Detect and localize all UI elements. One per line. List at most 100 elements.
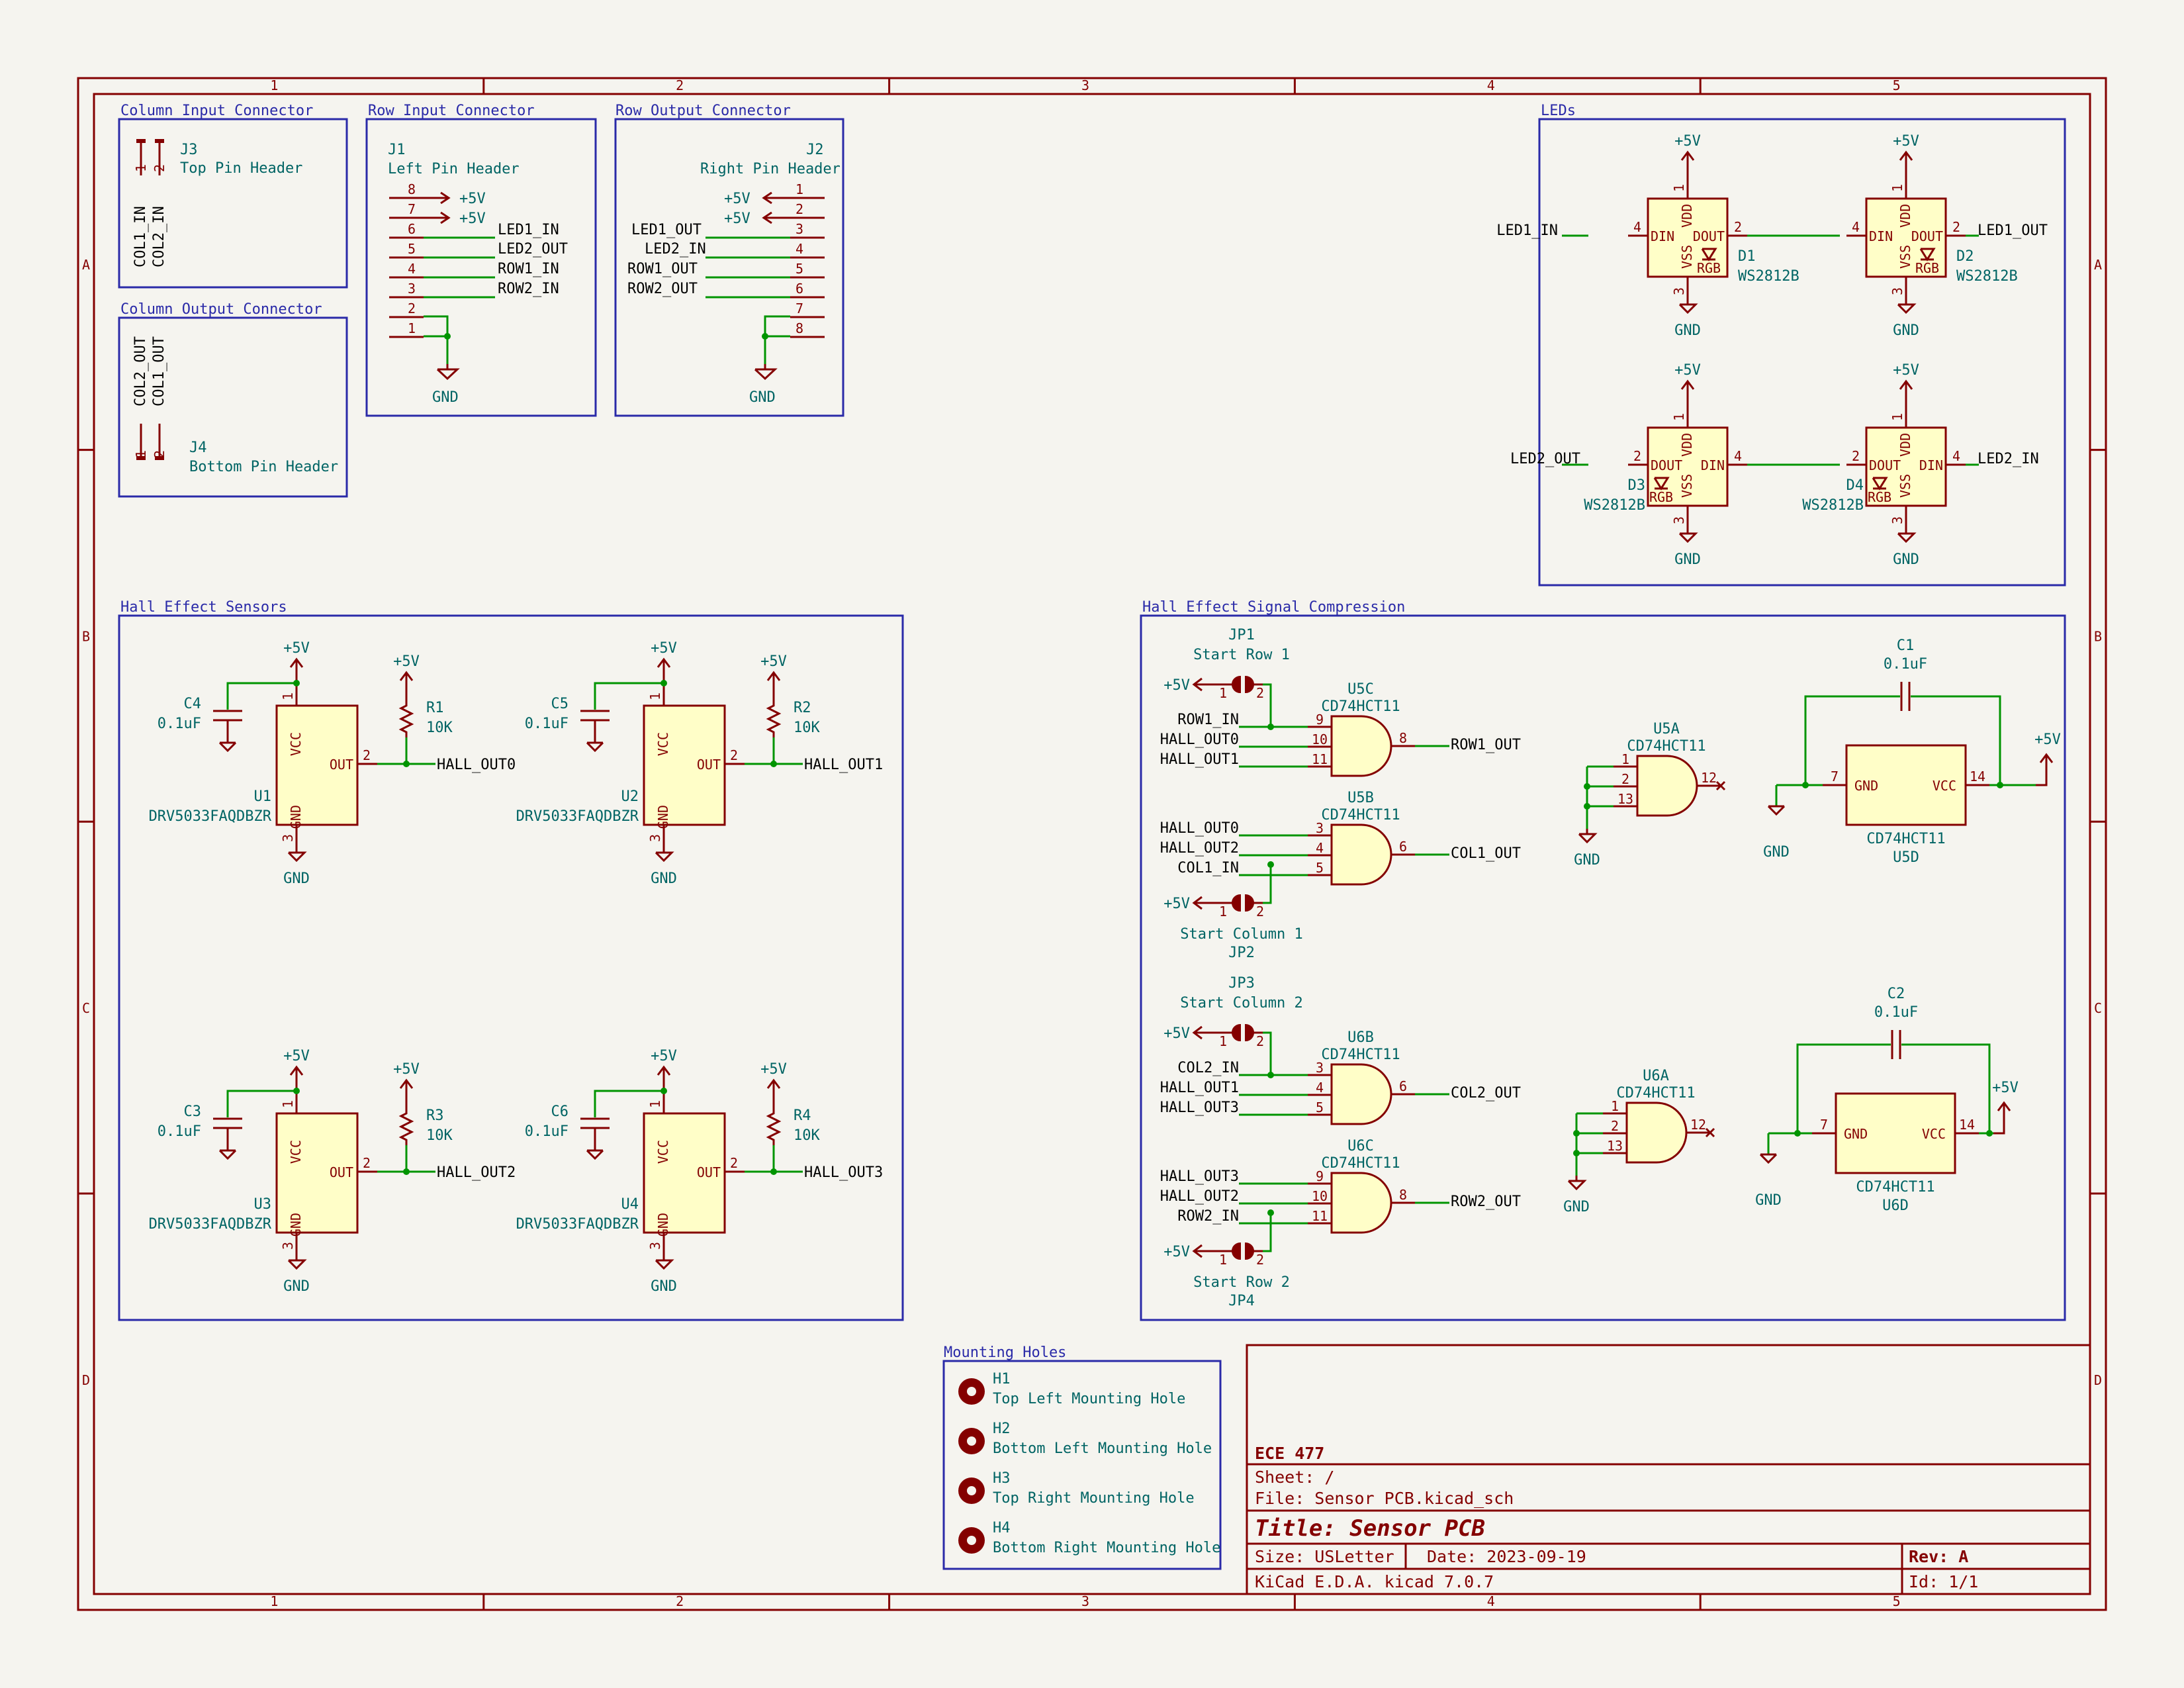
j3-value: Top Pin Header: [180, 160, 302, 177]
pin-name: OUT: [330, 757, 353, 773]
gate-ref: U6A: [1643, 1068, 1669, 1084]
rgb-label: RGB: [1649, 489, 1673, 505]
res-ref: R1: [426, 700, 444, 716]
pin-number: 2: [1256, 1033, 1264, 1049]
led-ref: D3: [1628, 477, 1646, 494]
power-label: +5V: [1163, 1025, 1190, 1042]
pin-number: 1: [280, 1100, 296, 1108]
pin-name: VDD: [1679, 204, 1695, 228]
title-block: ECE 477 Sheet: / File: Sensor PCB.kicad_…: [1246, 1344, 2091, 1595]
power-label: +5V: [1163, 896, 1190, 912]
arrow-head: [440, 211, 451, 224]
net-label: HALL_OUT1: [804, 757, 883, 773]
ground-label: GND: [651, 1278, 677, 1295]
gate-ref: U6B: [1347, 1029, 1374, 1046]
net-label: HALL_OUT2: [1160, 1188, 1239, 1205]
net-label: HALL_OUT3: [1160, 1168, 1239, 1185]
and-gate-body: [1330, 1172, 1392, 1234]
j3-pin1: 1: [133, 164, 149, 172]
power-label: +5V: [1893, 362, 1919, 379]
j2-pin-number: 8: [796, 320, 803, 336]
cap-ref: C5: [551, 696, 569, 712]
pin-number: 3: [647, 834, 663, 842]
net-label: HALL_OUT0: [1160, 820, 1239, 837]
pin-number: 14: [1959, 1117, 1975, 1133]
jumper-pad: [1232, 675, 1241, 694]
net-label: COL1_IN: [132, 206, 149, 267]
net-label: ROW2_OUT: [1451, 1194, 1521, 1210]
section-title: Row Output Connector: [615, 103, 791, 119]
section-title: Hall Effect Sensors: [120, 599, 287, 616]
j2-value: Right Pin Header: [700, 161, 841, 177]
res-ref: R3: [426, 1107, 444, 1124]
tb-sheet: Sheet: /: [1255, 1468, 1334, 1487]
junction-dot: [1267, 1072, 1274, 1078]
frame-col-label: 3: [1081, 77, 1089, 93]
pin-name: OUT: [697, 1164, 721, 1180]
frame-col-label: 5: [1893, 77, 1901, 93]
ground-symbol: [1578, 833, 1598, 844]
section-compression: Hall Effect Signal Compression U5CCD74HC…: [1140, 599, 2066, 1321]
pin-number: 3: [1316, 820, 1324, 836]
jumper-ref: JP3: [1228, 975, 1255, 992]
pin-number: 2: [1852, 448, 1860, 464]
ground-symbol: [655, 851, 674, 863]
and-gate-body: [1625, 1102, 1688, 1164]
pin-number: 13: [1607, 1138, 1623, 1154]
frame-row-label: C: [82, 1000, 90, 1016]
pin-name: VSS: [1679, 474, 1695, 498]
power-arrow: [1997, 1101, 2011, 1111]
net-label: COL1_OUT: [151, 336, 167, 406]
net-label: LED2_OUT: [1510, 451, 1580, 467]
gate-ref: U5B: [1347, 790, 1374, 806]
wire: [1263, 683, 1272, 727]
pin-number: 1: [1611, 1098, 1619, 1114]
pin-name: DIN: [1919, 457, 1943, 473]
j2-pin-number: 3: [796, 221, 803, 237]
hole-label: Bottom Right Mounting Hole: [993, 1540, 1220, 1556]
ground-symbol: [1678, 303, 1698, 314]
gate-value: CD74HCT11: [1321, 1155, 1400, 1172]
ground-symbol: [586, 741, 604, 753]
pin-name: VCC: [1933, 778, 1956, 794]
power-arrow: [2039, 753, 2054, 763]
power-arrow: [399, 1078, 414, 1089]
frame-col-label: 4: [1487, 77, 1495, 93]
ground-label: GND: [651, 870, 677, 887]
junction-dot: [660, 1088, 667, 1094]
and-gate-body: [1330, 1063, 1392, 1125]
led-ref: D4: [1846, 477, 1864, 494]
pin-name: VCC: [288, 1140, 304, 1164]
mounting-hole-center: [967, 1436, 976, 1446]
pin-number: 4: [1952, 448, 1960, 464]
junction-dot: [1267, 861, 1274, 868]
pin-name: GND: [1854, 778, 1878, 794]
power-label: +5V: [393, 1061, 420, 1078]
res-ref: R4: [794, 1107, 811, 1124]
j1-value: Left Pin Header: [388, 161, 520, 177]
power-label: +5V: [651, 1048, 677, 1064]
pin-number: 5: [1316, 860, 1324, 876]
wire: [594, 1090, 664, 1117]
cap-value: 0.1uF: [525, 1123, 569, 1140]
net-label: ROW1_OUT: [627, 261, 698, 277]
pin-number: 4: [1316, 840, 1324, 856]
pin-name: DOUT: [1869, 457, 1901, 473]
frame-row-label: B: [2094, 628, 2102, 644]
mounting-hole-center: [967, 1387, 976, 1396]
section-hall-sensors: Hall Effect Sensors VCC GND OUT 1 3 2 +5V GND +5…: [118, 599, 904, 1321]
pin-number: 4: [1633, 219, 1641, 235]
gate-value: CD74HCT11: [1321, 1047, 1400, 1063]
net-label: COL2_OUT: [132, 336, 149, 406]
pin-number: 2: [730, 1155, 738, 1171]
pin-number: 3: [1889, 287, 1905, 295]
gate-ref: U5C: [1347, 681, 1374, 698]
pin-name: DIN: [1651, 228, 1674, 244]
frame-col-label: 2: [676, 1593, 684, 1609]
section-title: LEDs: [1541, 103, 1576, 119]
pin-name: VDD: [1897, 204, 1913, 228]
j2-pin-number: 1: [796, 181, 803, 197]
power-label: +5V: [1163, 677, 1190, 694]
no-connect: [1715, 780, 1726, 791]
